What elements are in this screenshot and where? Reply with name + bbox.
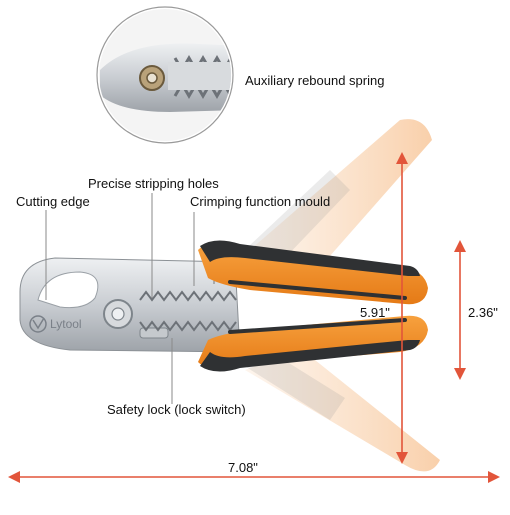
brand-logo-text: Lytool bbox=[50, 317, 82, 331]
callout-cutting: Cutting edge bbox=[16, 194, 90, 209]
callout-stripping: Precise stripping holes bbox=[88, 176, 219, 191]
upper-handle bbox=[198, 240, 428, 305]
handle-height-arrow-top bbox=[454, 240, 466, 252]
dimension-open-height: 5.91" bbox=[360, 305, 390, 320]
spring-zoom-inset bbox=[96, 6, 234, 144]
pliers-body bbox=[19, 257, 241, 353]
open-height-arrow-top bbox=[396, 152, 408, 164]
callout-spring: Auxiliary rebound spring bbox=[245, 73, 385, 88]
lower-handle bbox=[198, 315, 428, 372]
callout-lock: Safety lock (lock switch) bbox=[107, 402, 246, 417]
dimension-length: 7.08" bbox=[228, 460, 258, 475]
length-arrow-left bbox=[8, 471, 20, 483]
callout-crimping: Crimping function mould bbox=[190, 194, 331, 209]
open-height-arrow-bottom bbox=[396, 452, 408, 464]
handle-height-arrow-bottom bbox=[454, 368, 466, 380]
length-arrow-right bbox=[488, 471, 500, 483]
brand-logo-mark bbox=[29, 315, 47, 333]
dimension-handle-height: 2.36" bbox=[468, 305, 498, 320]
